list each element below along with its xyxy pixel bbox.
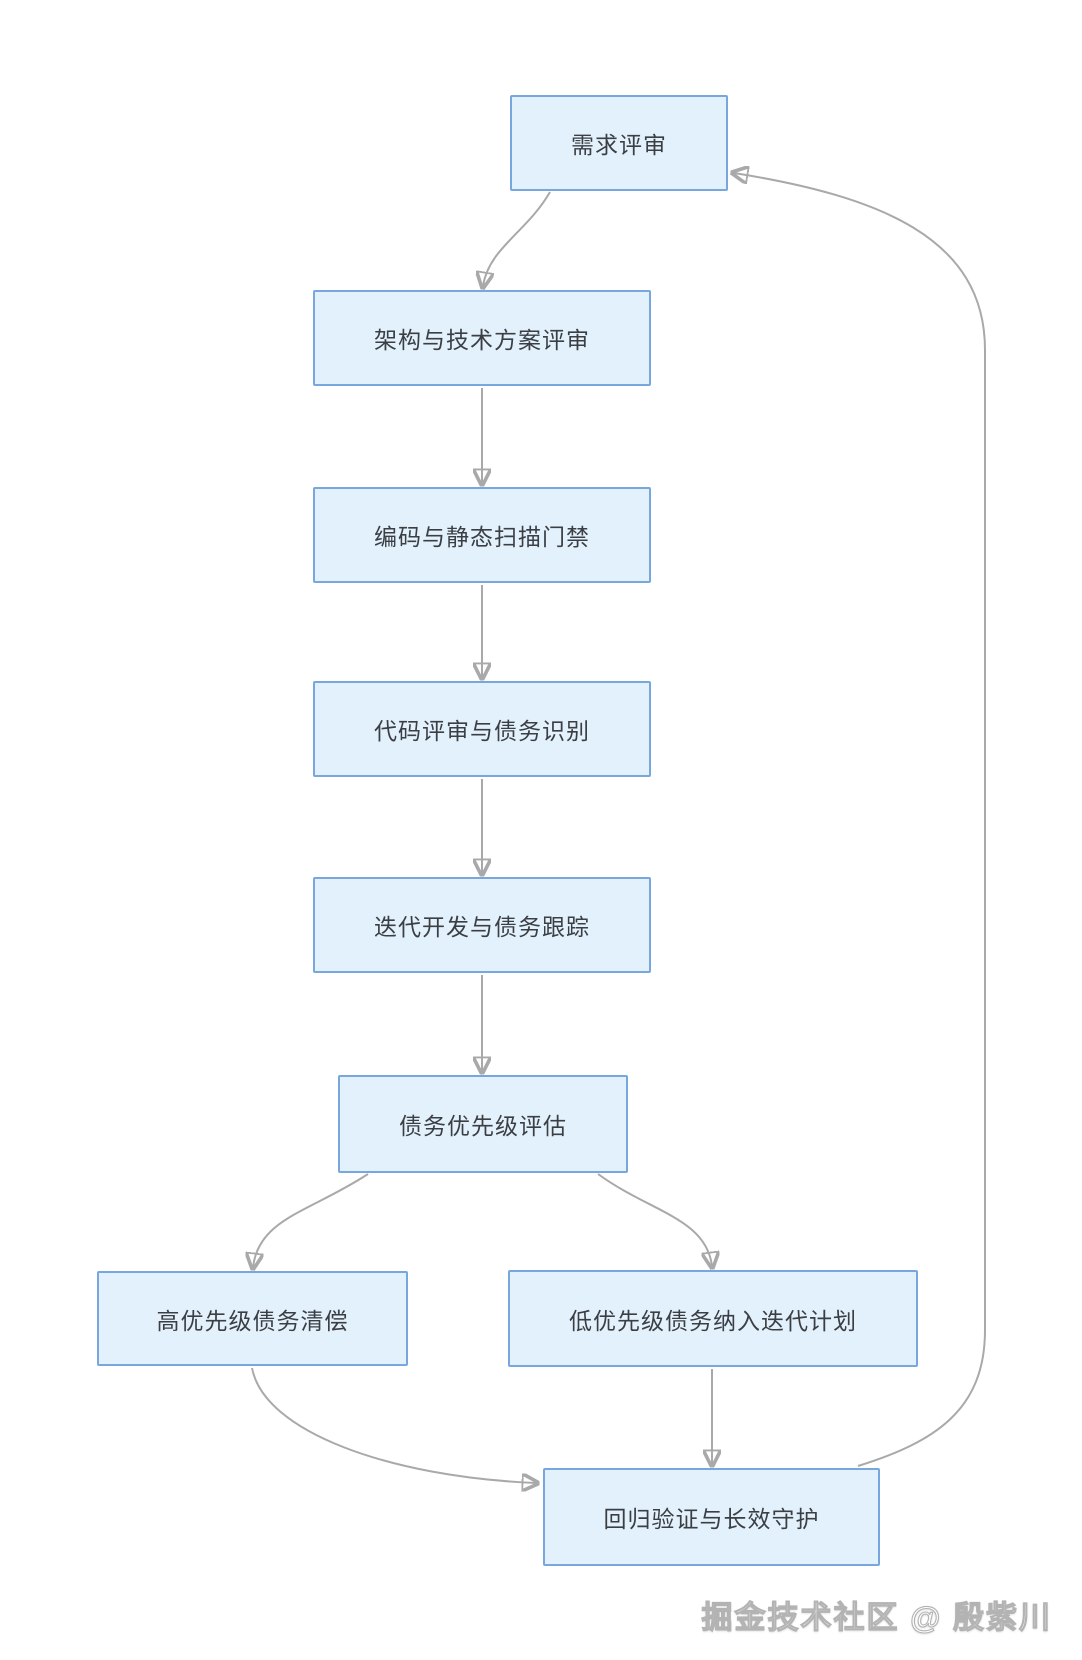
node-requirements-review: 需求评审: [510, 95, 728, 191]
node-regression-verification-guard: 回归验证与长效守护: [543, 1468, 880, 1566]
node-label: 回归验证与长效守护: [603, 1506, 820, 1532]
node-label: 债务优先级评估: [399, 1113, 567, 1139]
node-low-priority-debt-iteration-plan: 低优先级债务纳入迭代计划: [508, 1270, 918, 1367]
node-high-priority-debt-repayment: 高优先级债务清偿: [97, 1271, 408, 1366]
edge-priority-to-high: [253, 1173, 369, 1267]
node-iterative-dev-debt-tracking: 迭代开发与债务跟踪: [313, 877, 651, 973]
node-label: 高优先级债务清偿: [156, 1307, 349, 1334]
node-architecture-tech-review: 架构与技术方案评审: [313, 290, 651, 386]
node-label: 需求评审: [571, 132, 667, 158]
edge-requirements-to-architecture: [483, 191, 551, 286]
node-label: 代码评审与债务识别: [374, 718, 590, 744]
node-label: 架构与技术方案评审: [374, 327, 590, 353]
node-coding-static-scan-gate: 编码与静态扫描门禁: [313, 487, 651, 583]
edge-priority-to-low: [597, 1173, 712, 1266]
node-label: 迭代开发与债务跟踪: [374, 914, 590, 940]
node-debt-priority-assessment: 债务优先级评估: [338, 1075, 628, 1173]
node-label: 低优先级债务纳入迭代计划: [569, 1307, 857, 1334]
node-code-review-debt-identification: 代码评审与债务识别: [313, 681, 651, 777]
community-watermark: 掘金技术社区 @ 殷紫川: [701, 1599, 1052, 1635]
node-label: 编码与静态扫描门禁: [374, 524, 590, 550]
edge-high-to-regression: [251, 1367, 536, 1483]
edge-regression-loop-to-requirements: [734, 173, 986, 1467]
